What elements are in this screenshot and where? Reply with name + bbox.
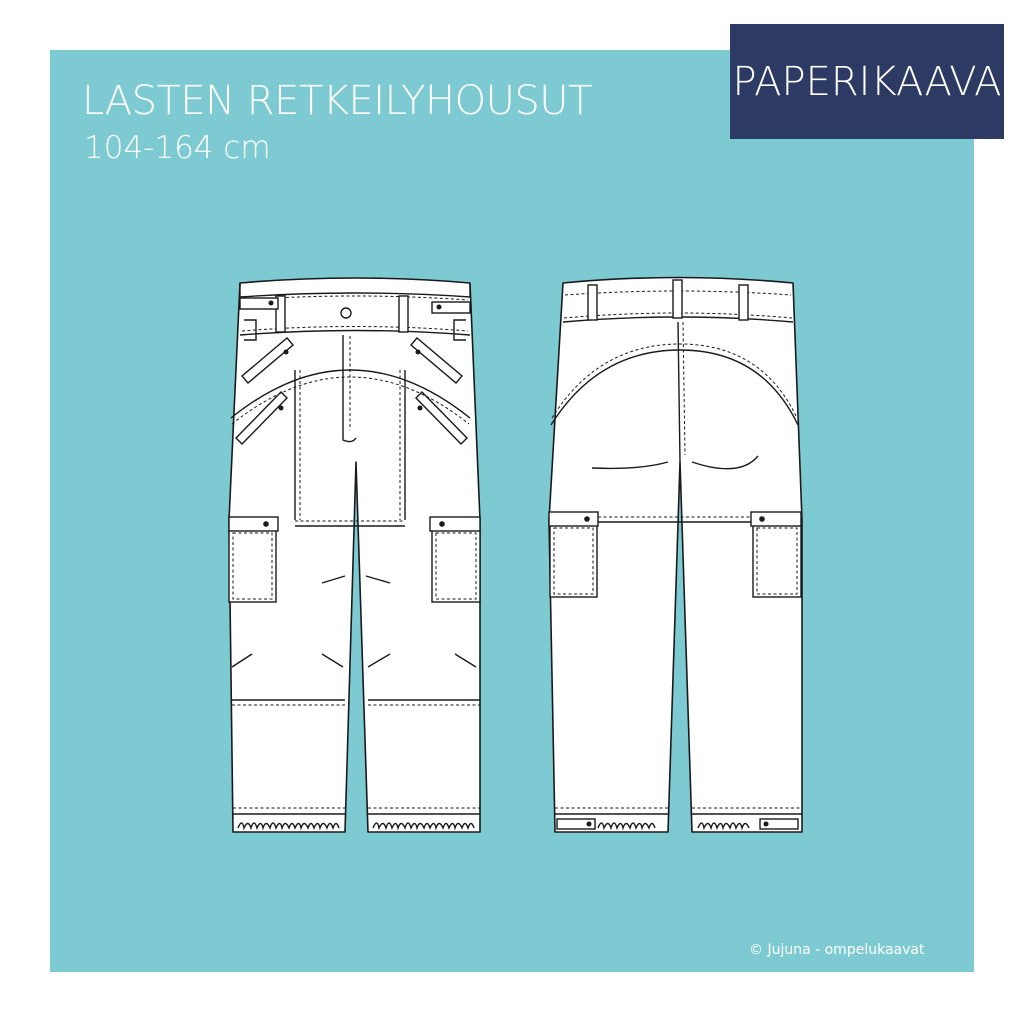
back-right-cargo-pocket (752, 524, 802, 598)
pants-back-view (548, 276, 803, 833)
front-button (340, 307, 352, 319)
cover-panel (50, 50, 974, 972)
front-left-cargo-pocket (228, 529, 277, 603)
pattern-type-badge: PAPERIKAAVA (730, 24, 1004, 139)
product-title: LASTEN RETKEILYHOUSUT (82, 78, 592, 124)
front-pants-body (228, 277, 481, 833)
front-right-cargo-pocket (431, 529, 481, 603)
back-left-cargo-pocket (549, 524, 598, 598)
back-pants-body (548, 276, 803, 833)
size-range: 104-164 cm (84, 130, 271, 166)
pants-front-view (228, 277, 481, 833)
copyright-notice: © Jujuna - ompelukaavat (749, 942, 925, 958)
badge-label: PAPERIKAAVA (732, 58, 1002, 105)
